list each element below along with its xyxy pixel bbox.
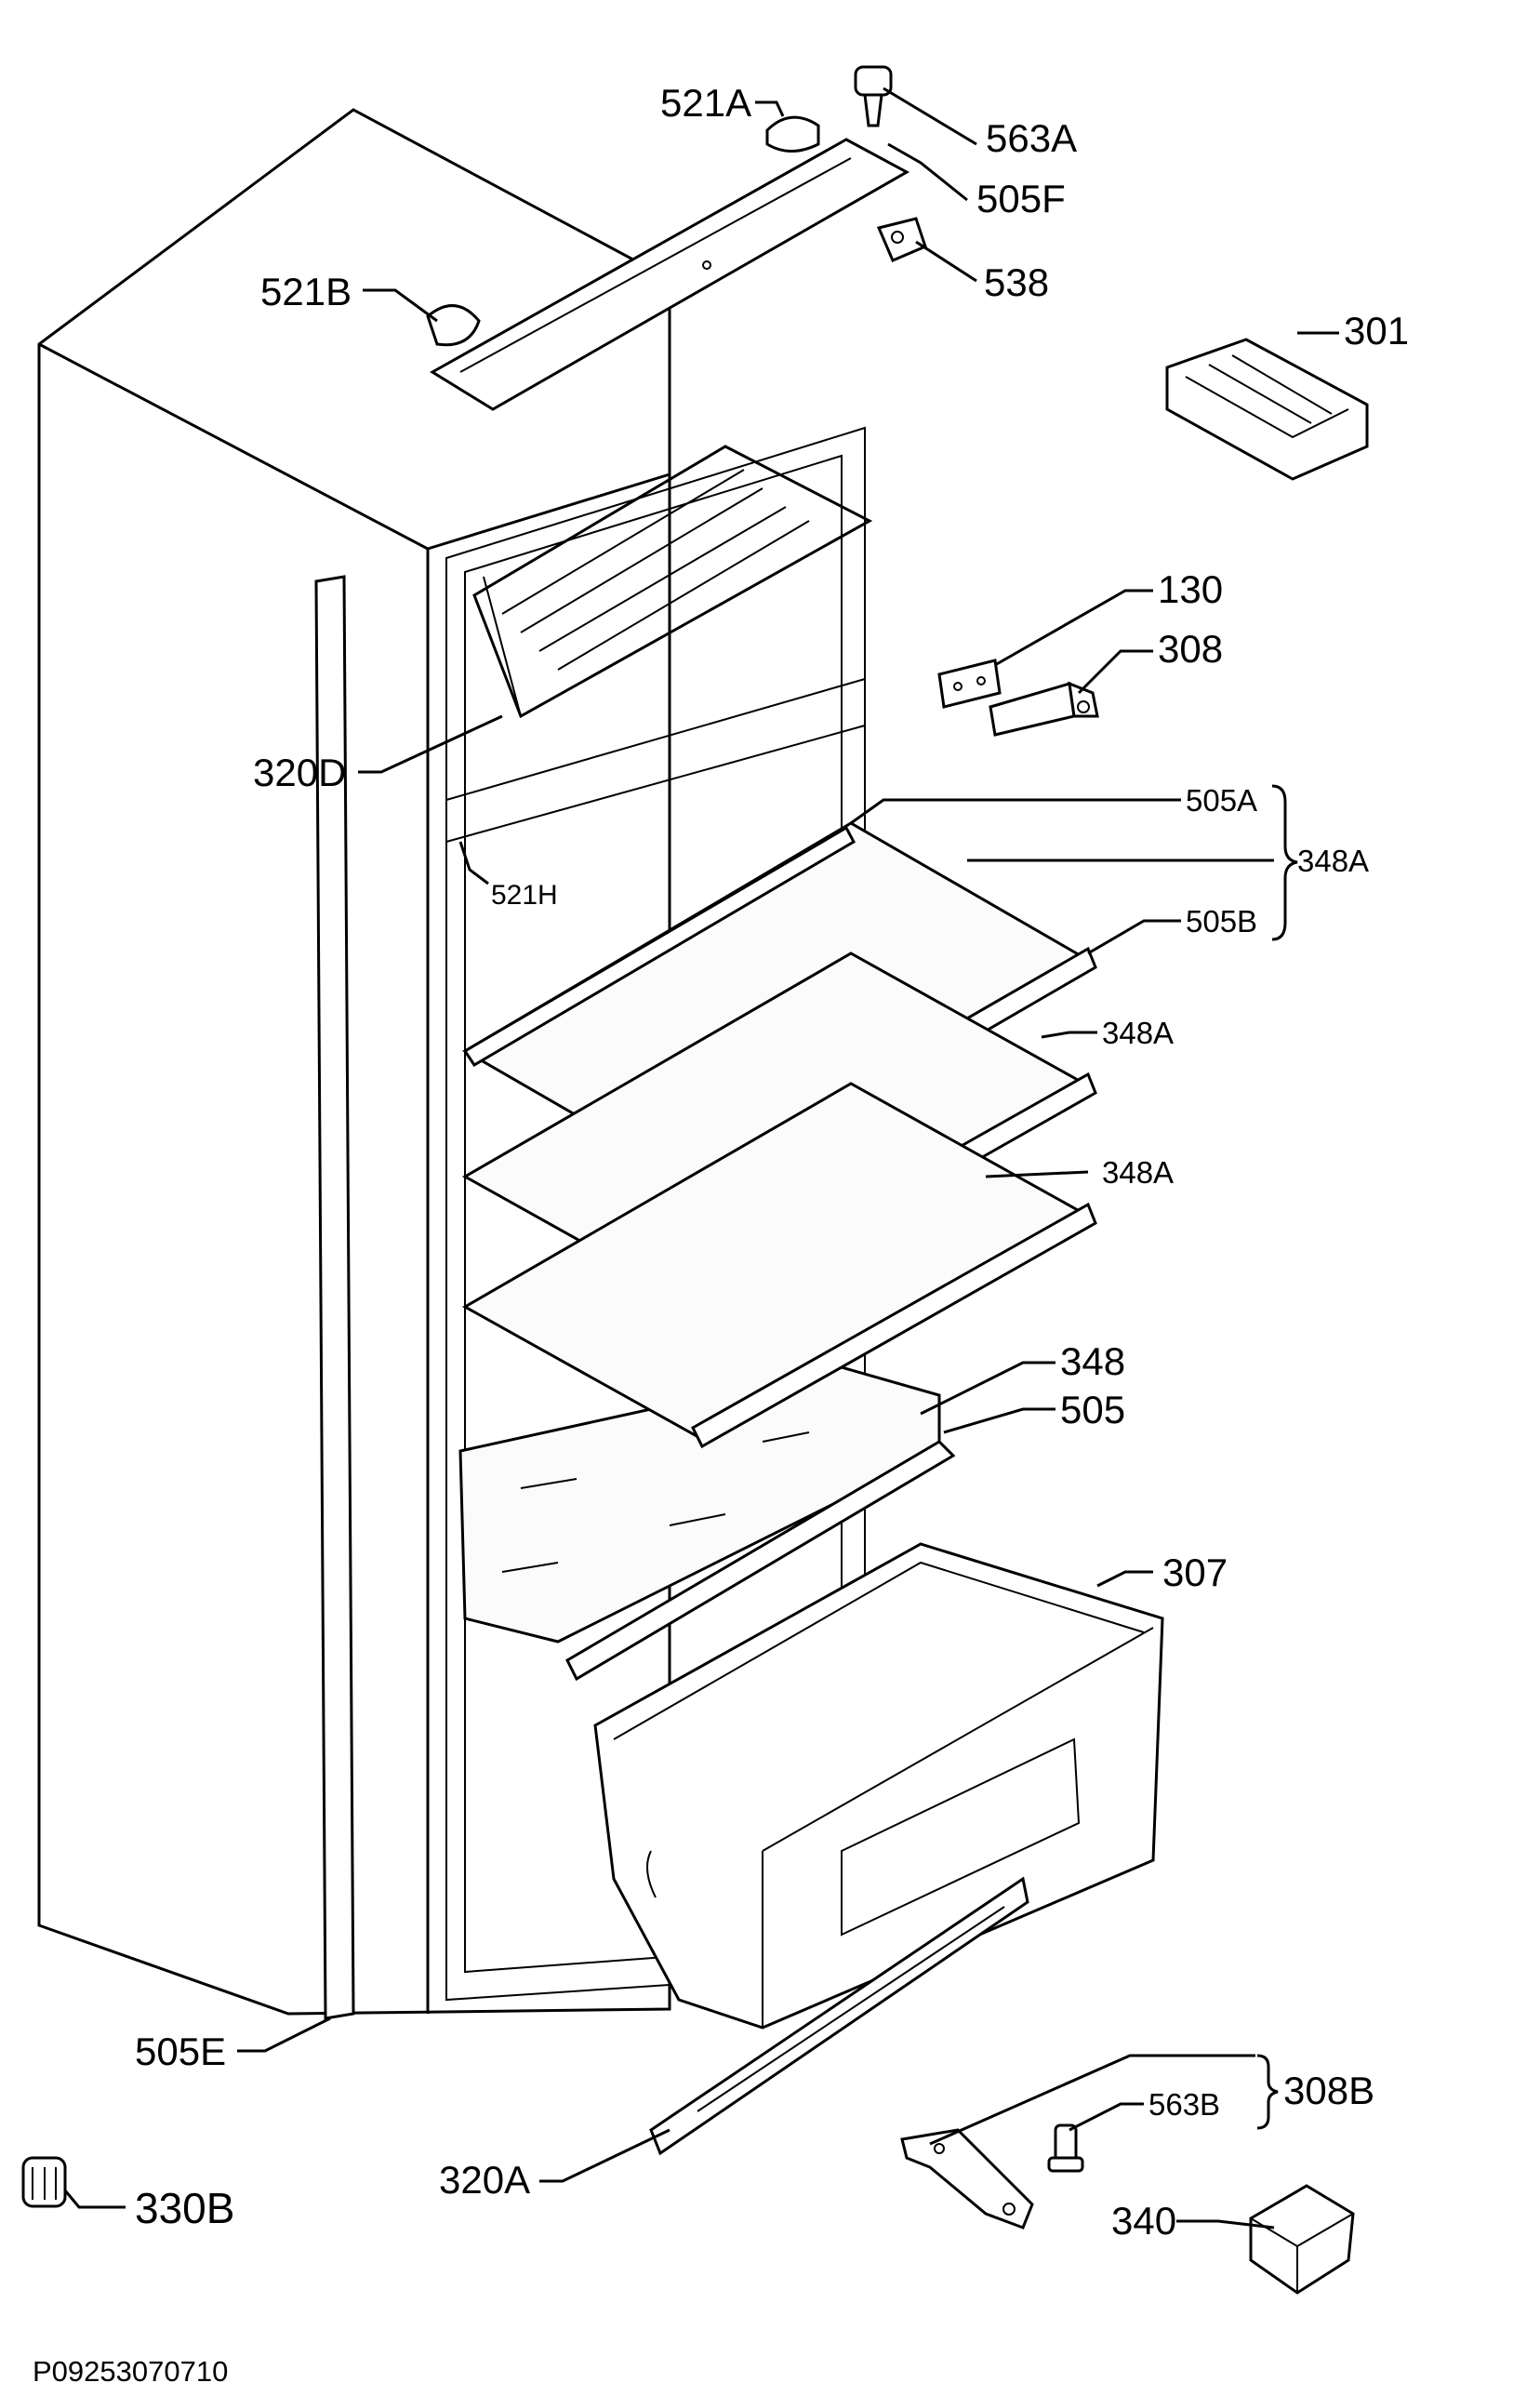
brace-348a: [1271, 784, 1298, 941]
label-348a-shelf-2: 348A: [1102, 1016, 1174, 1050]
label-301: 301: [1344, 309, 1409, 353]
label-330b: 330B: [135, 2184, 234, 2232]
hinge-pin-563b: [1047, 2123, 1084, 2173]
top-cover-505f: [430, 138, 910, 411]
label-130: 130: [1158, 567, 1223, 611]
shelf-strip-505: [565, 1440, 956, 1682]
label-348a-shelf-3: 348A: [1102, 1155, 1174, 1190]
ice-tray-301: [1165, 338, 1369, 481]
label-307: 307: [1162, 1551, 1228, 1594]
label-521b: 521B: [260, 270, 352, 313]
bottom-hinge-bracket: [900, 2128, 1034, 2230]
label-538: 538: [984, 260, 1049, 304]
glass-shelf-lower: [461, 1082, 1097, 1449]
leader-lines: [63, 87, 1339, 2230]
label-505b: 505B: [1186, 904, 1257, 938]
label-563b: 563B: [1148, 2087, 1220, 2122]
label-340: 340: [1111, 2199, 1176, 2243]
callout-labels: 521A 563A 505F 521B 538 301 130 308 320D…: [135, 81, 1409, 2243]
door-seal-505e: [314, 575, 355, 2020]
grille-320a: [649, 1876, 1029, 2156]
label-320d: 320D: [253, 751, 346, 794]
hinge-pin-563a: [854, 65, 893, 127]
label-308b: 308B: [1283, 2069, 1374, 2112]
label-348a-group: 348A: [1297, 844, 1369, 878]
latch-538: [876, 217, 927, 262]
label-505f: 505F: [976, 177, 1066, 220]
hinge-plate-130: [937, 659, 1002, 709]
label-563a: 563A: [986, 116, 1077, 160]
label-320a: 320A: [439, 2158, 530, 2202]
label-505e: 505E: [135, 2030, 226, 2073]
label-348: 348: [1060, 1339, 1125, 1383]
label-505: 505: [1060, 1388, 1125, 1431]
brace-308b: [1256, 2054, 1279, 2130]
drawing-code: P09253070710: [33, 2355, 228, 2388]
foot-cap-330b: [21, 2156, 67, 2208]
block-340: [1249, 2184, 1355, 2295]
label-521h: 521H: [491, 880, 558, 911]
cap-521b: [426, 304, 481, 347]
hinge-pin-cap-521a: [765, 115, 820, 153]
label-308: 308: [1158, 627, 1223, 671]
label-505a: 505A: [1186, 783, 1257, 818]
hinge-308: [989, 681, 1099, 737]
label-521a: 521A: [660, 81, 751, 125]
